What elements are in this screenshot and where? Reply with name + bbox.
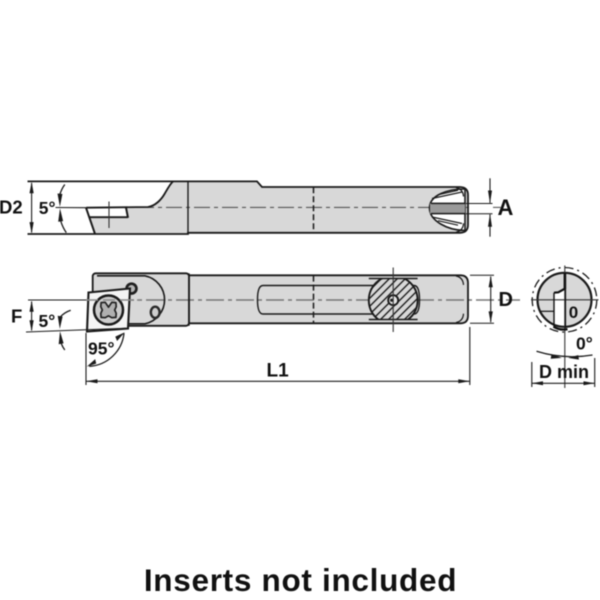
svg-text:D min: D min xyxy=(539,362,589,382)
svg-text:5°: 5° xyxy=(39,311,56,331)
svg-text:A: A xyxy=(498,195,514,220)
svg-text:F: F xyxy=(11,306,22,327)
svg-text:5°: 5° xyxy=(39,198,56,218)
svg-text:0°: 0° xyxy=(576,333,593,353)
svg-text:95°: 95° xyxy=(88,339,114,359)
svg-text:D2: D2 xyxy=(0,196,23,217)
svg-text:Inserts not included: Inserts not included xyxy=(144,562,457,598)
svg-text:0: 0 xyxy=(569,303,578,322)
svg-text:L1: L1 xyxy=(267,361,290,382)
svg-text:D: D xyxy=(499,289,513,311)
